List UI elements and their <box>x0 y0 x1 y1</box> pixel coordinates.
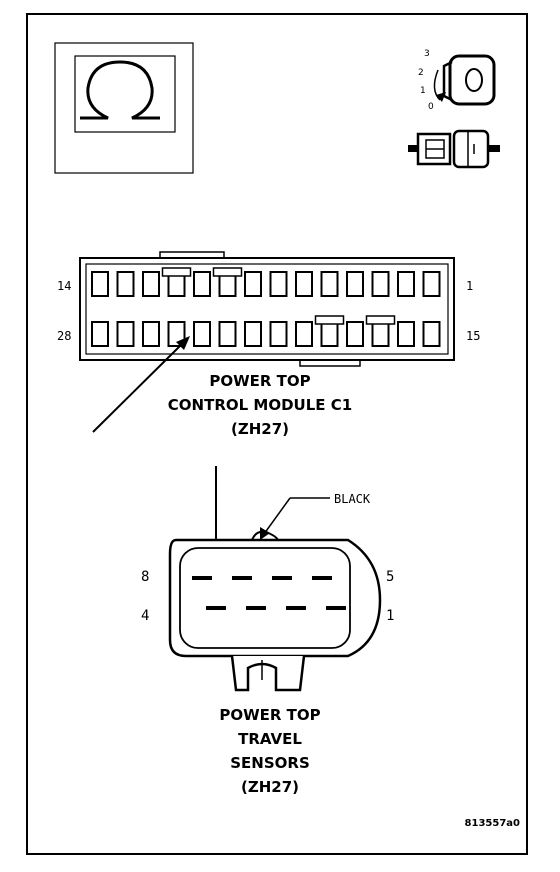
c1-cavity-bottom <box>244 321 262 347</box>
c1-keyway-bottom <box>365 315 396 325</box>
c1-pointer-arrow <box>92 343 183 433</box>
c1-cavity-top <box>244 271 262 297</box>
black-callout-arrowhead <box>260 527 270 540</box>
black-callout-leader <box>263 497 291 535</box>
c1-cavity-bottom <box>218 321 237 347</box>
c1-cavity-bottom <box>346 321 364 347</box>
sensor-connector <box>168 530 382 692</box>
c1-cavity-top <box>295 271 313 297</box>
connector-icon <box>408 129 500 169</box>
key-position-2: 2 <box>418 68 424 78</box>
sensor-pin-1-label: 1 <box>386 608 394 624</box>
c1-cavity-top <box>116 271 135 297</box>
c1-pin-cavities <box>91 267 441 347</box>
key-position-1: 1 <box>420 86 426 96</box>
c1-cavity-top <box>422 271 441 297</box>
sensor-cavity-bottom <box>286 606 306 610</box>
c1-cavity-top <box>193 271 211 297</box>
c1-cavity-top <box>371 271 390 297</box>
c1-cavity-top <box>269 271 288 297</box>
c1-pin-14-label: 14 <box>57 279 71 293</box>
black-callout-label: BLACK <box>334 492 371 506</box>
sensor-cavity-top <box>192 576 212 580</box>
c1-cavity-bottom <box>116 321 135 347</box>
c1-cavity-bottom <box>91 321 109 347</box>
sensor-title-line1: POWER TOP <box>219 706 320 724</box>
c1-keyway-bottom <box>314 315 345 325</box>
c1-cavity-bottom <box>142 321 160 347</box>
c1-cavity-bottom <box>320 321 339 347</box>
sensor-pin-4-label: 4 <box>141 608 149 624</box>
c1-cavity-bottom <box>295 321 313 347</box>
sensor-pin-5-label: 5 <box>386 569 394 585</box>
c1-cavity-bottom <box>167 321 186 347</box>
c1-cavity-bottom <box>371 321 390 347</box>
c1-cavity-bottom <box>193 321 211 347</box>
sensor-cavity-bottom <box>246 606 266 610</box>
c1-cavity-bottom <box>269 321 288 347</box>
key-position-0: 0 <box>428 102 434 112</box>
sensor-cavity-top <box>272 576 292 580</box>
sensor-title-line4: (ZH27) <box>241 778 299 796</box>
ohm-meter-icon <box>54 42 194 174</box>
sensor-cavity-top <box>232 576 252 580</box>
c1-connector <box>79 251 455 367</box>
figure-reference: 813557a0 <box>465 818 520 829</box>
key-position-3: 3 <box>424 49 430 59</box>
ignition-key-icon: 3 2 1 0 <box>418 49 496 112</box>
c1-cavity-top <box>91 271 109 297</box>
sensor-title-line2: TRAVEL <box>238 730 302 748</box>
c1-pin-28-label: 28 <box>57 329 71 343</box>
c1-keyway-top <box>212 267 243 277</box>
c1-cavity-bottom <box>397 321 415 347</box>
sensor-pin-8-label: 8 <box>141 569 149 585</box>
diagram-frame <box>26 13 528 855</box>
c1-pin-1-label: 1 <box>466 279 473 293</box>
c1-cavity-top <box>320 271 339 297</box>
c1-cavity-top <box>397 271 415 297</box>
c1-cavity-bottom <box>422 321 441 347</box>
sensor-cavity-bottom <box>326 606 346 610</box>
sensor-cavity-bottom <box>206 606 226 610</box>
c1-pin-15-label: 15 <box>466 329 480 343</box>
c1-title-line2: CONTROL MODULE C1 <box>168 396 352 414</box>
sensor-pin-cavities <box>192 576 346 610</box>
c1-title-line3: (ZH27) <box>231 420 289 438</box>
sensor-title-line3: SENSORS <box>230 754 310 772</box>
c1-title-line1: POWER TOP <box>209 372 310 390</box>
c1-keyway-top <box>161 267 192 277</box>
sensor-cavity-top <box>312 576 332 580</box>
c1-cavity-top <box>142 271 160 297</box>
c1-pointer-arrowhead <box>176 336 190 350</box>
c1-cavity-top <box>346 271 364 297</box>
